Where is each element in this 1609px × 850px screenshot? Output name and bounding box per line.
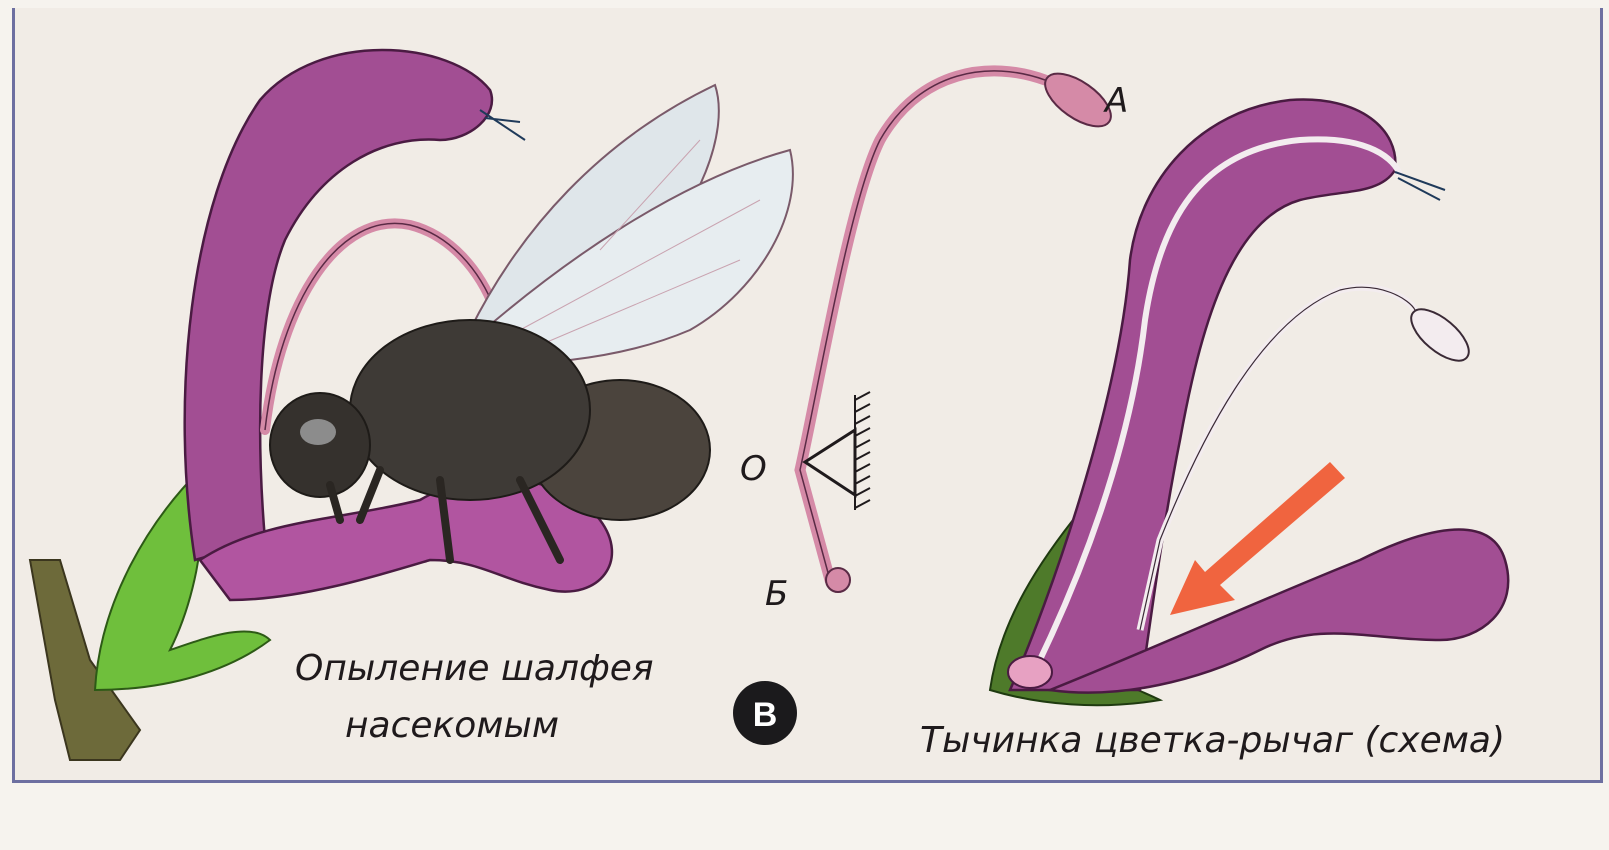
bee-head [270,393,370,497]
section-base [1008,656,1052,688]
stigma [480,110,525,140]
lever-end-b [826,568,850,592]
bee-eye [300,419,336,445]
fulcrum-hatch [855,392,870,510]
figure-badge: В [733,681,797,745]
badge-letter: В [753,696,778,734]
caption-left-line2: насекомым [345,705,559,746]
label-b: Б [765,574,788,614]
section-stigma [1395,172,1445,200]
flower-section-scheme [990,100,1508,706]
section-anther [1403,300,1477,370]
label-a: А [1103,81,1128,121]
caption-right: Тычинка цветка-рычаг (схема) [920,720,1505,761]
bee-thorax [350,320,590,500]
lever-arm [800,71,1045,580]
label-o: О [740,449,767,489]
fulcrum [805,430,855,495]
caption-left-line1: Опыление шалфея [295,648,654,689]
